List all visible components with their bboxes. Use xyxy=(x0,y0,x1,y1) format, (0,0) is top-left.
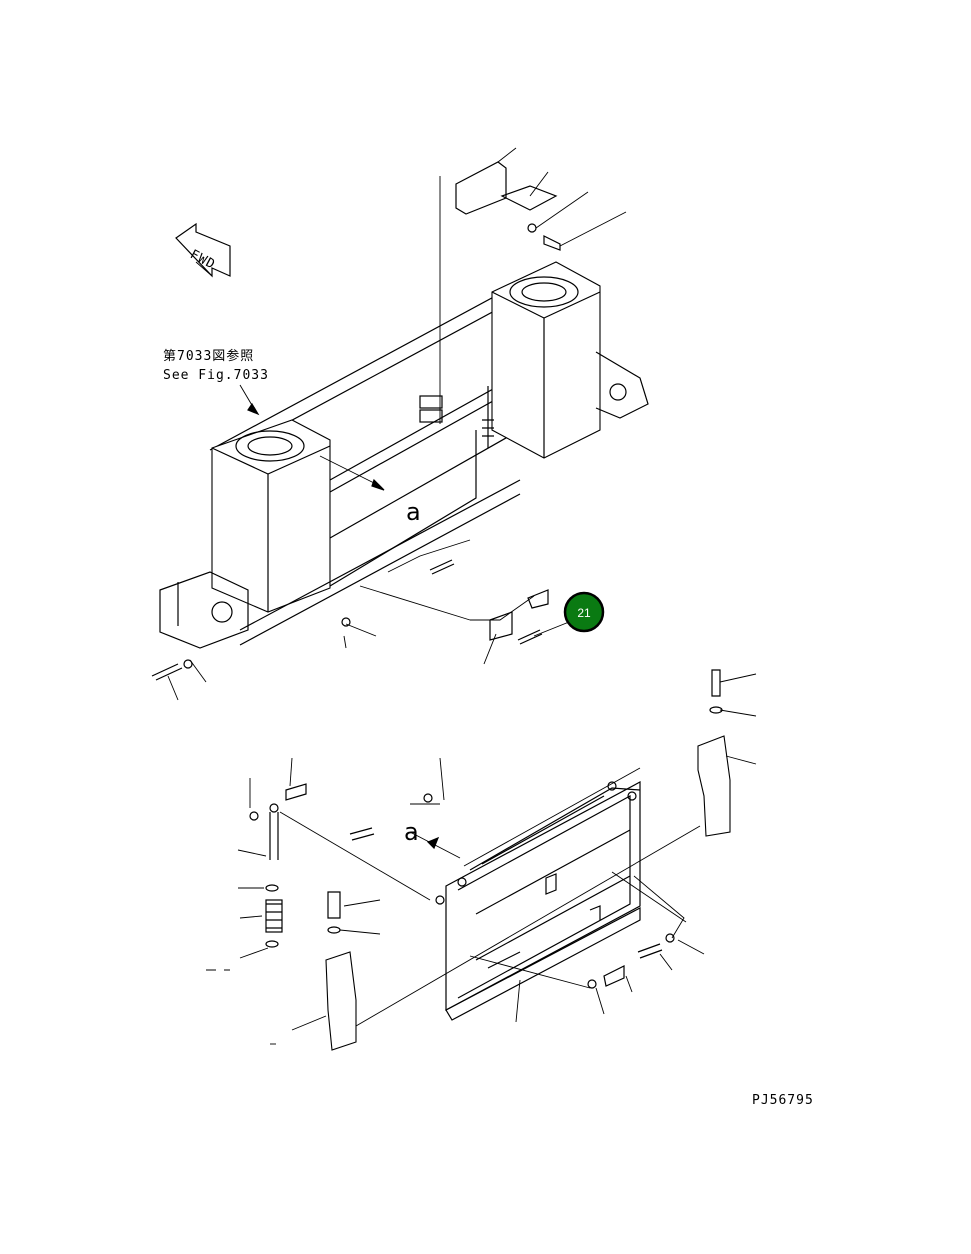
callout-badge-21[interactable]: 21 xyxy=(563,591,605,633)
callout-number: 21 xyxy=(577,606,591,620)
upper-fasteners xyxy=(151,559,549,681)
section-a-label-bottom: a xyxy=(404,818,419,846)
section-a-label-top: a xyxy=(406,498,421,526)
lower-leaders xyxy=(206,673,757,1045)
ref-note-en: See Fig.7033 xyxy=(163,368,269,383)
fwd-arrow-icon: FWD xyxy=(175,222,231,278)
lower-fasteners xyxy=(249,669,723,989)
ref-note-jp: 第7033図参照 xyxy=(163,348,254,364)
lower-frame-assembly xyxy=(265,735,731,1051)
upper-leaders xyxy=(167,147,627,701)
drawing-number: PJ56795 xyxy=(752,1093,814,1108)
upper-frame-assembly xyxy=(159,161,649,649)
